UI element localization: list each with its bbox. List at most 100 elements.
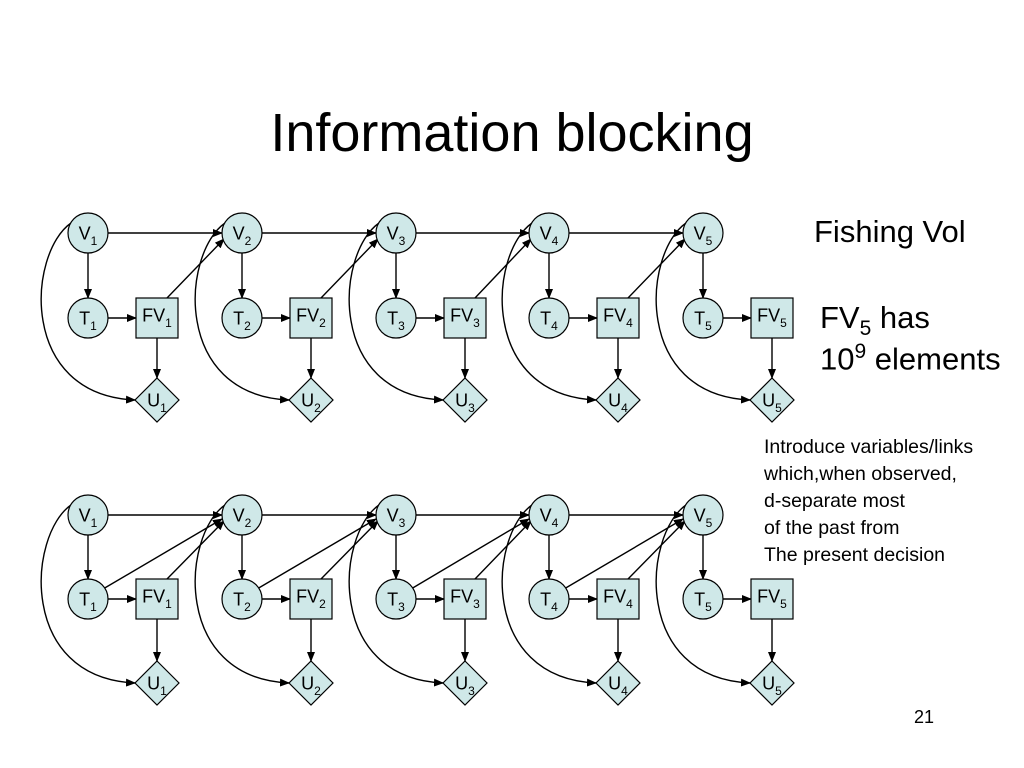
edge-v-to-u [194,222,290,404]
edge-t-to-next-v [256,518,377,590]
v-node-label: V1 [79,505,98,529]
v-node [682,494,724,536]
t-node [221,297,263,339]
fishing-vol-label: Fishing Vol [814,214,966,249]
t-node [375,578,417,620]
u-node [749,660,795,706]
u-node-label: U2 [301,390,321,414]
fv-node [289,578,333,620]
u-node-label: U3 [455,390,475,414]
fv-node-label: FV3 [450,586,480,610]
fv-node-label: FV5 [757,305,787,329]
u-node [595,377,641,423]
edge-v-to-u [40,504,136,687]
edge-fv-to-next-v [627,520,686,580]
t-node-label: T5 [694,589,712,613]
t-node [67,578,109,620]
u-node [595,660,641,706]
edge-fv-to-next-v [474,520,532,580]
u-node [288,660,334,706]
fv-node [750,297,794,339]
v-node [67,212,109,254]
t-node [67,297,109,339]
t-node-label: T4 [540,589,558,613]
u-node-label: U5 [762,673,782,697]
v-node-label: V3 [387,505,406,529]
fv-node-label: FV2 [296,305,326,329]
t-node [375,297,417,339]
v-node-label: V2 [233,505,252,529]
v-node [528,212,570,254]
t-node [682,297,724,339]
elements-word: elements [866,341,1001,377]
t-node-label: T1 [79,589,97,613]
v-node [375,494,417,536]
edge-v-to-u [348,222,444,404]
edge-fv-to-next-v [320,238,379,299]
t-node-label: T4 [540,308,558,332]
u-node-label: U4 [608,673,628,697]
edge-v-to-u [655,504,751,687]
v-node-label: V5 [694,223,713,247]
edge-v-to-u [194,504,290,687]
fv5-size-line2: 109 elements [820,340,1001,377]
u-node-label: U3 [455,673,475,697]
fv-node [750,578,794,620]
t-node-label: T3 [387,308,405,332]
u-node-label: U1 [147,673,167,697]
t-node-label: T1 [79,308,97,332]
edge-fv-to-next-v [166,520,225,580]
u-node-label: U5 [762,390,782,414]
t-node [528,578,570,620]
page-number: 21 [914,707,935,727]
bottom-influence-diagram: V1T1FV1U1V2T2FV2U2V3T3FV3U3V4T4FV4U4V5T5… [40,494,795,706]
fv-node [443,578,487,620]
fv5-subscript: 5 [859,317,872,341]
fv-node [596,578,640,620]
u-node [288,377,334,423]
ten-base: 10 [820,341,855,377]
t-node [682,578,724,620]
fv-node-label: FV3 [450,305,480,329]
u-node-label: U2 [301,673,321,697]
t-node [528,297,570,339]
intro-line: d-separate most [764,490,905,512]
v-node [375,212,417,254]
v-node-label: V4 [540,505,559,529]
edge-v-to-u [501,222,597,404]
fv5-base: FV [820,300,860,335]
v-node-label: V4 [540,223,559,247]
edge-t-to-next-v [410,518,530,590]
u-node [749,377,795,423]
fv-node [135,297,179,339]
edge-v-to-u [348,504,444,687]
edge-fv-to-next-v [474,238,532,299]
fv-node-label: FV5 [757,586,787,610]
v-node-label: V1 [79,223,98,247]
t-node-label: T5 [694,308,712,332]
intro-line: of the past from [764,517,900,539]
fv5-size-line1: FV5 has [820,300,930,341]
fv-node [135,578,179,620]
top-influence-diagram: V1T1FV1U1V2T2FV2U2V3T3FV3U3V4T4FV4U4V5T5… [40,212,795,423]
v-node [221,494,263,536]
v-node [221,212,263,254]
t-node-label: T2 [233,308,251,332]
fv-node-label: FV4 [603,305,633,329]
intro-line: Introduce variables/links [764,436,974,458]
intro-line: which,when observed, [764,463,957,485]
v-node [682,212,724,254]
edge-v-to-u [501,504,597,687]
v-node-label: V5 [694,505,713,529]
edge-fv-to-next-v [627,238,686,299]
t-node [221,578,263,620]
u-node [134,660,180,706]
fv-node-label: FV4 [603,586,633,610]
slide-title: Information blocking [270,103,754,163]
v-node-label: V3 [387,223,406,247]
u-node-label: U1 [147,390,167,414]
u-node [442,660,488,706]
t-node-label: T2 [233,589,251,613]
fv-node [443,297,487,339]
edge-v-to-u [40,222,136,404]
